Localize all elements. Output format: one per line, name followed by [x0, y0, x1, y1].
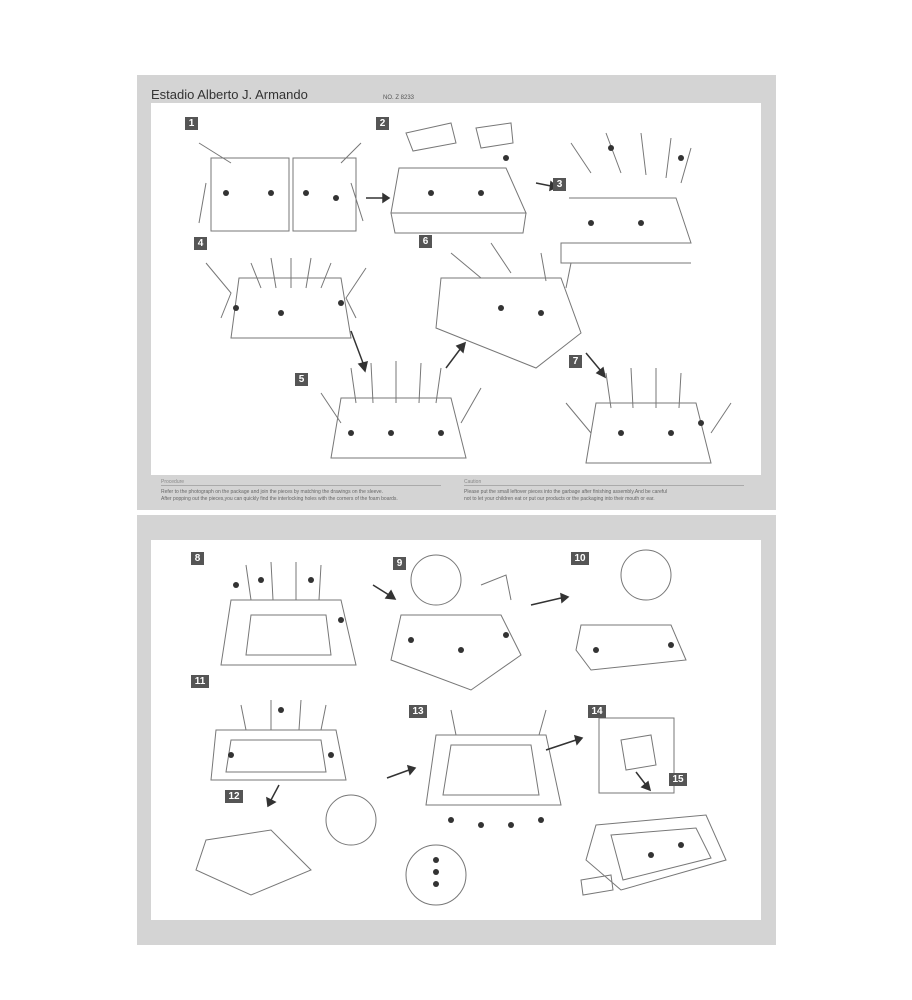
- assembly-diagram-bottom: 8 9 10 11 12 13 14 15: [151, 540, 761, 920]
- procedure-heading: Procedure: [161, 479, 185, 485]
- caution-line-2: not to let your children eat or put our …: [464, 496, 655, 502]
- caution-heading: Caution: [464, 479, 482, 485]
- model-number: NO. Z 8233: [383, 95, 415, 101]
- step-6-badge: 6: [419, 235, 432, 248]
- instruction-sheet-top: Estadio Alberto J. Armando NO. Z 8233: [137, 75, 776, 510]
- step-7-badge: 7: [569, 355, 582, 368]
- instruction-sheet-bottom: 8 9 10 11 12 13 14 15: [137, 515, 776, 945]
- step-3-badge: 3: [553, 178, 566, 191]
- step-11-badge: 11: [191, 675, 209, 688]
- step-13-badge: 13: [409, 705, 427, 718]
- assembly-diagram-top: 1 2 3 4 5 6 7: [151, 103, 761, 475]
- assembly-illustrations-top: [198, 122, 732, 464]
- step-5-badge: 5: [295, 373, 308, 386]
- assembly-illustrations-bottom: [195, 549, 727, 906]
- step-10-badge: 10: [571, 552, 589, 565]
- caution-rule: [464, 485, 744, 486]
- step-4-badge: 4: [194, 237, 207, 250]
- step-14-badge: 14: [588, 705, 606, 718]
- step-15-badge: 15: [669, 773, 687, 786]
- sheet-title: Estadio Alberto J. Armando: [151, 87, 308, 102]
- procedure-rule: [161, 485, 441, 486]
- step-9-badge: 9: [393, 557, 406, 570]
- step-12-badge: 12: [225, 790, 243, 803]
- step-2-badge: 2: [376, 117, 389, 130]
- procedure-line-2: After popping out the pieces,you can qui…: [161, 496, 398, 502]
- procedure-line-1: Refer to the photograph on the package a…: [161, 489, 384, 495]
- step-1-badge: 1: [185, 117, 198, 130]
- caution-line-1: Please put the small leftover pieces int…: [464, 489, 668, 495]
- step-8-badge: 8: [191, 552, 204, 565]
